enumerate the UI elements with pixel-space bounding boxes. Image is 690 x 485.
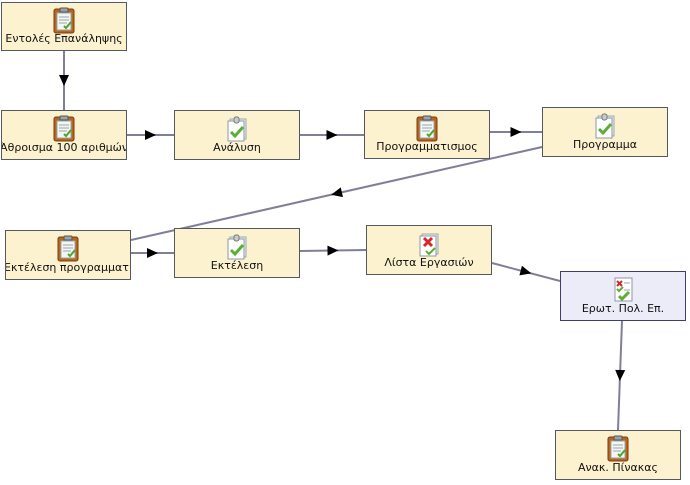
node-label: Άθροισμα 100 αριθμών (1, 141, 127, 154)
clipboard-icon (416, 115, 438, 142)
node-label: Ανακ. Πίνακας (578, 461, 658, 474)
cross-document-icon (419, 233, 439, 257)
clipboard-icon (53, 115, 75, 142)
node-lista-ergasion[interactable]: Λίστα Εργασιών (366, 225, 492, 275)
node-label: Εκτέλεση (210, 259, 264, 272)
check-document-icon (227, 116, 247, 142)
node-label: Εκτέλεση προγραμματ (5, 261, 129, 274)
node-programma[interactable]: Προγραμμα (542, 107, 668, 157)
clipboard-icon (57, 235, 79, 262)
node-programmatismos[interactable]: Προγραμματισμος (364, 110, 490, 159)
arrowhead (510, 127, 522, 137)
arrowhead (331, 187, 343, 198)
node-erot-pol-ep[interactable]: Ερωτ. Πολ. Επ. (560, 271, 686, 321)
arrowhead (327, 245, 339, 256)
arrowhead (147, 248, 158, 258)
node-analysi[interactable]: Ανάλυση (174, 110, 300, 160)
node-label: Ανάλυση (213, 141, 261, 154)
quiz-document-icon (614, 277, 633, 302)
check-document-icon (227, 234, 247, 260)
clipboard-icon (607, 435, 629, 462)
node-ektelesi[interactable]: Εκτέλεση (174, 228, 300, 278)
node-anak-pinakas[interactable]: Ανακ. Πίνακας (555, 430, 681, 480)
node-label: Προγραμμα (573, 138, 637, 151)
node-label: Εντολές Επανάληψης (5, 32, 123, 45)
arrowhead (615, 369, 626, 381)
node-label: Προγραμματισμος (376, 140, 478, 153)
node-athroisma[interactable]: Άθροισμα 100 αριθμών (1, 110, 127, 160)
arrowhead (326, 130, 338, 140)
check-document-icon (595, 113, 615, 139)
arrowhead (145, 130, 156, 140)
arrowhead (59, 75, 69, 86)
node-ektelesi-programmatos[interactable]: Εκτέλεση προγραμματ (5, 230, 131, 280)
clipboard-icon (53, 7, 75, 34)
node-label: Ερωτ. Πολ. Επ. (581, 302, 665, 315)
node-entoles-epanalipsis[interactable]: Εντολές Επανάληψης (1, 2, 127, 51)
node-label: Λίστα Εργασιών (384, 256, 474, 269)
arrowhead (519, 265, 532, 276)
